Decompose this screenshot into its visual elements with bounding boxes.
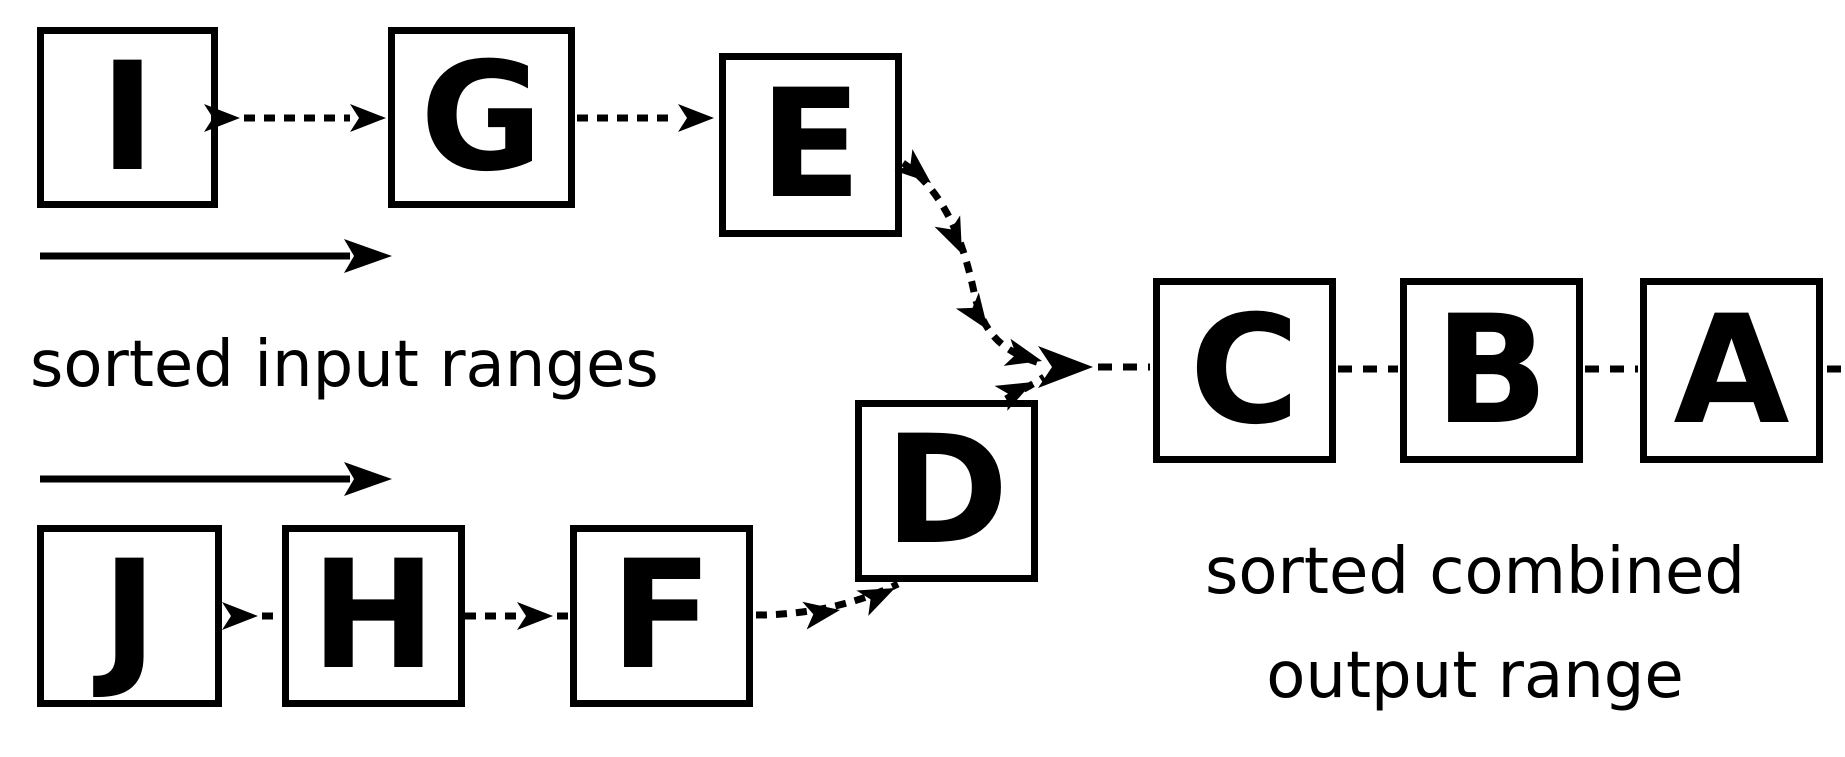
arrowhead-icon [344,462,392,496]
arrowhead-icon [678,104,714,132]
caption-output-line1: sorted combined [1205,535,1745,609]
node-box-a: A [1640,278,1823,463]
dashed-curve [1004,374,1046,403]
arrowhead-icon [344,239,392,273]
node-letter: I [99,30,156,205]
input-direction-arrow-top [40,239,392,273]
node-box-j: J [37,525,222,707]
caption-output-line2: output range [1266,639,1684,713]
arrowhead-icon [934,215,962,254]
node-box-e: E [719,53,902,237]
node-letter: G [419,30,544,205]
connector-j-to-h [222,602,280,630]
arrowhead-icon [517,602,553,630]
node-letter: B [1434,283,1549,458]
node-letter: A [1673,283,1790,458]
node-letter: D [884,404,1009,578]
connector-i-to-g [204,104,386,132]
node-box-g: G [388,27,575,208]
dashed-curve [901,160,1041,367]
node-box-d: D [855,400,1038,582]
arrowhead-icon [802,601,840,630]
node-box-f: F [570,525,753,707]
connector-e-to-merge [894,149,1042,367]
node-letter: E [759,58,862,232]
arrowhead-icon [350,104,386,132]
node-letter: F [610,529,713,703]
input-direction-arrow-bottom [40,462,392,496]
caption-sorted-input-ranges: sorted input ranges [30,328,659,402]
node-box-h: H [282,525,465,707]
connector-g-to-e [577,104,714,132]
node-box-b: B [1400,278,1583,463]
arrowhead-icon [1003,338,1042,366]
caption-sorted-combined-output-range: sorted combined output range [1152,520,1798,728]
node-box-c: C [1153,278,1336,463]
node-box-i: I [37,27,218,208]
merge-arrowhead-icon [1038,346,1093,388]
arrowhead-icon [955,292,988,330]
arrowhead-icon [222,602,258,630]
node-letter: C [1189,283,1300,458]
dashed-curve [755,580,900,619]
merge-point [1038,346,1150,388]
connector-h-to-f [465,602,568,630]
node-letter: J [101,529,158,703]
node-letter: H [310,529,437,703]
